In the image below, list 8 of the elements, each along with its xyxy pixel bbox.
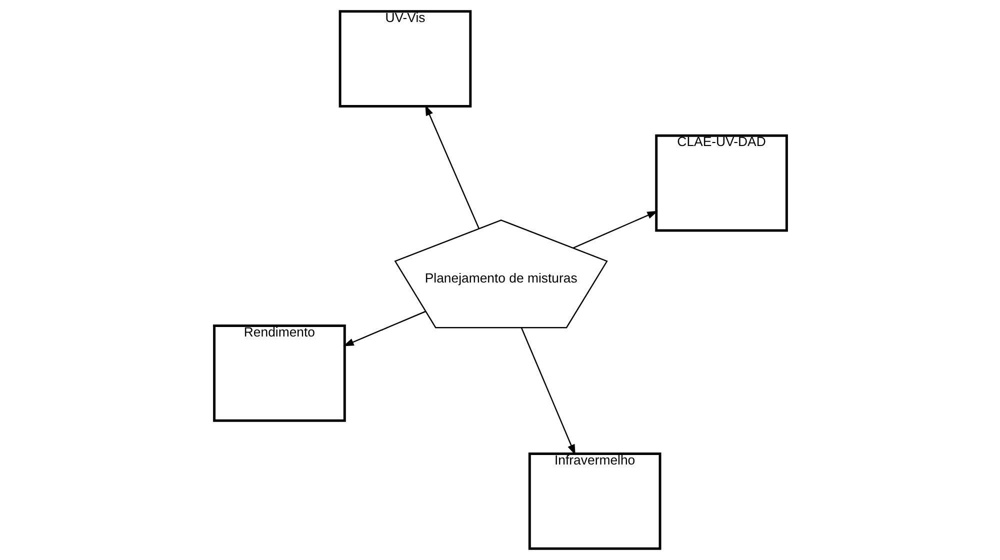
arrow xyxy=(572,210,658,249)
arrow xyxy=(342,310,426,346)
node-box: Rendimento xyxy=(212,324,346,422)
arrow xyxy=(424,104,480,229)
node-box: Infravermelho xyxy=(528,452,661,550)
node-box: CLAE-UV-DAD xyxy=(654,134,788,232)
arrow xyxy=(520,327,575,456)
node-box: UV-Vis xyxy=(338,10,472,108)
